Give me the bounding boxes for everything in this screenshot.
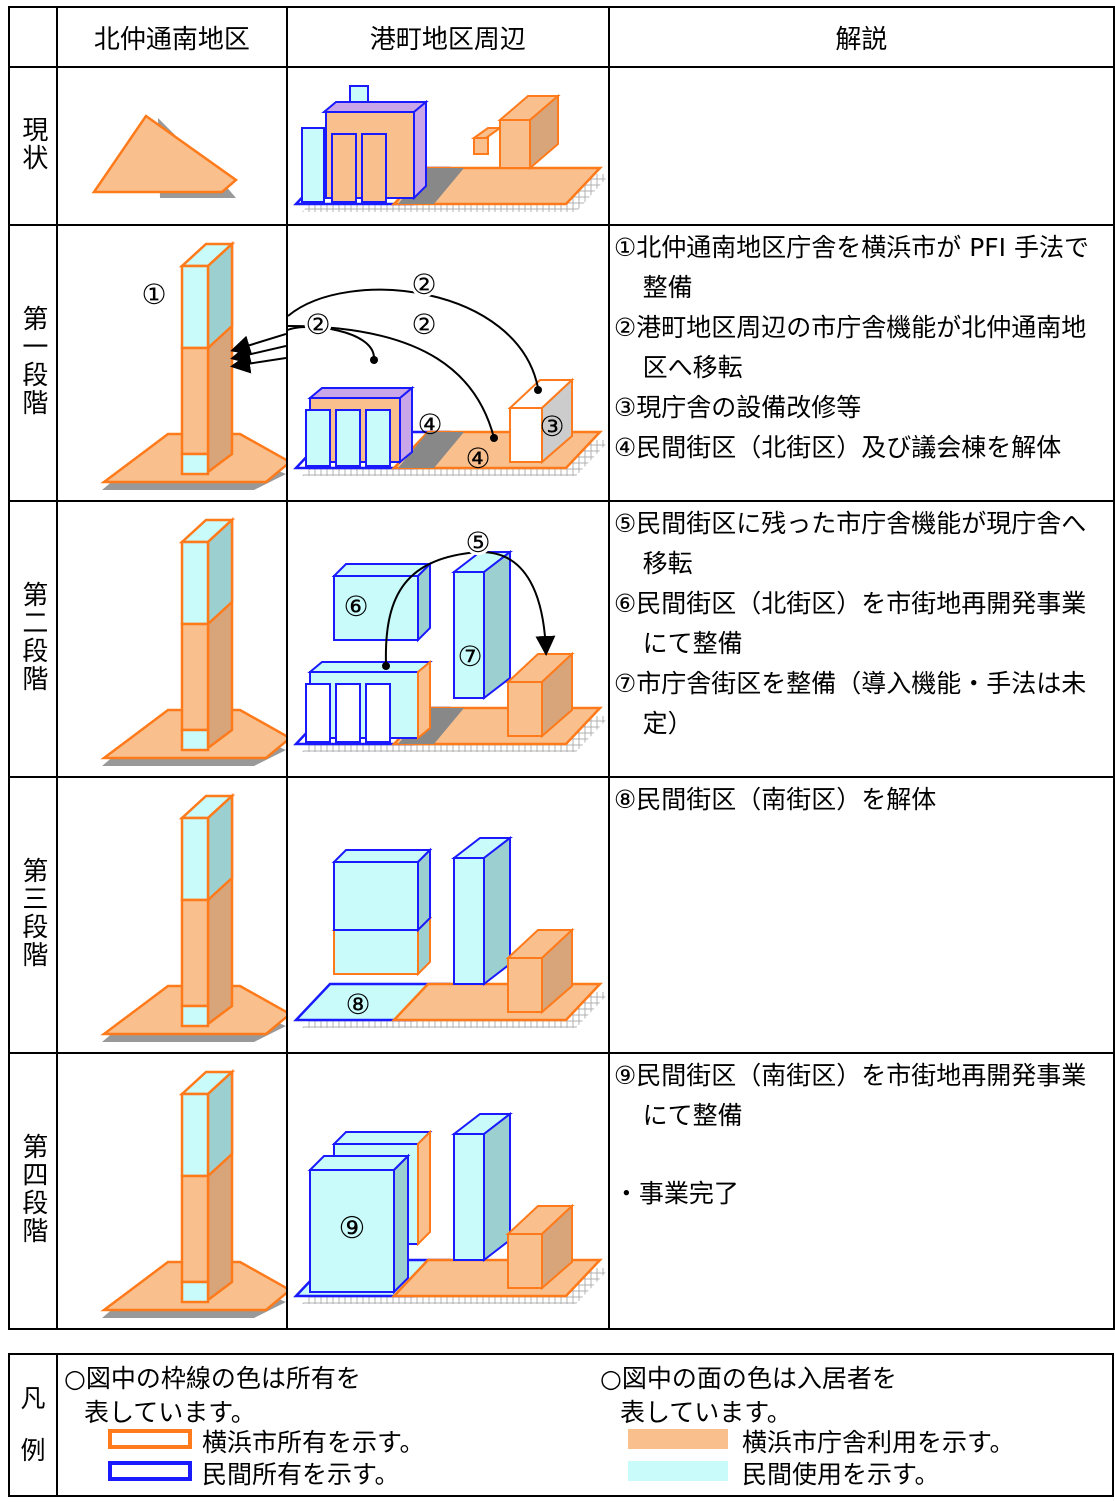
marker-3: ③	[539, 410, 564, 443]
marker-1: ①	[141, 278, 166, 311]
minatocho-diagram-stage1: ② ② ② ④ ④ ③	[285, 224, 610, 502]
marker-2a: ②	[305, 308, 330, 341]
legend-fill-heading: ○図中の面の色は入居者を	[600, 1364, 897, 1393]
city-hall-block-tower	[450, 835, 513, 987]
kitanaka-diagram-stage3	[55, 776, 288, 1054]
current-city-hall	[497, 93, 561, 171]
marker-9: ⑨	[338, 1211, 365, 1246]
site-plot	[91, 114, 238, 194]
kitanaka-diagram-stage1: ①	[55, 224, 288, 502]
city-hall-block-tower	[450, 549, 513, 701]
legend-label: 凡 例	[8, 1353, 58, 1497]
explanation-item: ④民間街区（北街区）及び議会棟を解体	[613, 433, 1062, 462]
kitanaka-tower	[178, 1069, 236, 1304]
explanation-item: ⑤民間街区に残った市庁舎機能が現庁舎へ移転	[613, 509, 1087, 578]
marker-6: ⑥	[343, 590, 368, 623]
orange-outline-swatch	[108, 1429, 192, 1449]
blue-outline-swatch	[108, 1461, 192, 1481]
council-building	[470, 127, 503, 155]
legend-private-use: 民間使用を示す。	[742, 1460, 940, 1489]
legend: 凡 例 ○図中の枠線の色は所有を 表しています。 横浜市所有を示す。 民間所有を…	[8, 1353, 1114, 1497]
explanation-stage1: ①北仲通南地区庁舎を横浜市が PFI 手法で整備 ②港町地区周辺の市庁舎機能が北…	[607, 224, 1115, 502]
stage-row-4: 第四段階	[8, 1052, 1115, 1330]
orange-fill-swatch	[628, 1429, 728, 1449]
current-city-hall	[505, 1203, 575, 1291]
explanation-stage4: ⑨民間街区（南街区）を市街地再開発事業にて整備 ・事業完了	[607, 1052, 1115, 1330]
kitanaka-diagram-stage2	[55, 500, 288, 778]
legend-city-use: 横浜市庁舎利用を示す。	[742, 1428, 1015, 1457]
stage-label: 第二段階	[17, 581, 48, 693]
kitanaka-diagram-stage4	[55, 1052, 288, 1330]
explanation-item: ②港町地区周辺の市庁舎機能が北仲通南地区へ移転	[613, 313, 1087, 382]
explanation-item: ①北仲通南地区庁舎を横浜市が PFI 手法で整備	[613, 233, 1089, 302]
minatocho-diagram-stage4: ⑨	[285, 1052, 610, 1330]
stage-row-current: 現状	[8, 66, 1115, 226]
explanation-current	[607, 66, 1115, 226]
kitanaka-tower	[178, 241, 236, 476]
explanation-stage2: ⑤民間街区に残った市庁舎機能が現庁舎へ移転 ⑥民間街区（北街区）を市街地再開発事…	[607, 500, 1115, 778]
minatocho-diagram-stage2: ⑤ ⑥ ⑦	[285, 500, 610, 778]
legend-fill-heading2: 表しています。	[620, 1398, 792, 1427]
kitanaka-diagram-current	[55, 66, 288, 226]
legend-outline-heading2: 表しています。	[84, 1398, 256, 1427]
private-building-cluster	[300, 85, 429, 203]
south-block-building	[307, 1153, 411, 1295]
current-city-hall	[507, 377, 575, 465]
explanation-stage3: ⑧民間街区（南街区）を解体	[607, 776, 1115, 1054]
legend-private-owned: 民間所有を示す。	[202, 1460, 400, 1489]
header-kitanaka: 北仲通南地区	[55, 6, 288, 68]
marker-4a: ④	[417, 408, 442, 441]
marker-7: ⑦	[457, 640, 482, 673]
explanation-item: ・事業完了	[613, 1179, 739, 1208]
header-row: 北仲通南地区 港町地区周辺 解説	[8, 6, 1115, 68]
marker-5: ⑤	[465, 526, 490, 559]
legend-outline-heading: ○図中の枠線の色は所有を	[64, 1364, 361, 1393]
city-hall-block-tower	[450, 1111, 513, 1263]
explanation-item: ⑧民間街区（南街区）を解体	[613, 785, 937, 814]
stage-row-1: 第一段階 ①	[8, 224, 1115, 502]
current-city-hall	[505, 927, 575, 1015]
current-city-hall	[505, 651, 575, 739]
header-corner	[8, 6, 58, 68]
explanation-item: ③現庁舎の設備改修等	[613, 393, 862, 422]
marker-2b: ②	[411, 268, 436, 301]
stage-label: 第三段階	[17, 857, 48, 969]
minatocho-diagram-stage3: ⑧	[285, 776, 610, 1054]
explanation-item: ⑦市庁舎街区を整備（導入機能・手法は未定）	[613, 669, 1087, 738]
private-building-cluster	[304, 385, 415, 467]
stage-label: 第四段階	[17, 1133, 48, 1245]
legend-yokohama-owned: 横浜市所有を示す。	[202, 1428, 425, 1457]
kitanaka-tower	[178, 517, 236, 752]
marker-2c: ②	[411, 308, 436, 341]
explanation-item: ⑨民間街区（南街区）を市街地再開発事業にて整備	[613, 1061, 1087, 1130]
stage-label: 現状	[17, 116, 48, 172]
cyan-fill-swatch	[628, 1461, 728, 1481]
north-block-building	[331, 847, 433, 977]
stage-row-3: 第三段階	[8, 776, 1115, 1054]
header-explanation: 解説	[607, 6, 1115, 68]
kitanaka-tower	[178, 793, 236, 1028]
header-minatocho: 港町地区周辺	[285, 6, 610, 68]
stage-label: 第一段階	[17, 305, 48, 417]
minatocho-diagram-current	[285, 66, 610, 226]
staging-table: 北仲通南地区 港町地区周辺 解説 現状	[8, 6, 1115, 1330]
north-block-building	[331, 561, 433, 643]
private-building-cluster	[304, 659, 433, 743]
marker-8: ⑧	[345, 988, 370, 1021]
legend-body: ○図中の枠線の色は所有を 表しています。 横浜市所有を示す。 民間所有を示す。 …	[58, 1355, 1112, 1495]
stage-row-2: 第二段階	[8, 500, 1115, 778]
explanation-item: ⑥民間街区（北街区）を市街地再開発事業にて整備	[613, 589, 1087, 658]
marker-4b: ④	[465, 442, 490, 475]
